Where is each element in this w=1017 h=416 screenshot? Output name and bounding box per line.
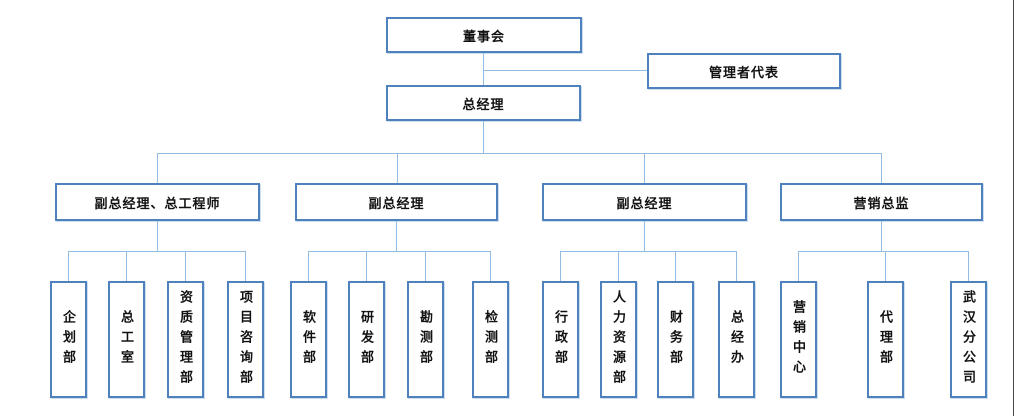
- org-node-label: 管理者代表: [708, 64, 779, 80]
- connector-line: [736, 251, 737, 281]
- connector-line: [881, 221, 882, 251]
- org-node-survey-dept[interactable]: 勘测部: [407, 281, 444, 398]
- connector-line: [483, 70, 647, 71]
- connector-line: [425, 251, 426, 281]
- org-node-project-consulting-dept[interactable]: 项目咨询部: [227, 281, 264, 398]
- org-node-label: 项目咨询部: [238, 289, 253, 390]
- org-node-qualification-management-dept[interactable]: 资质管理部: [167, 281, 204, 398]
- connector-line: [68, 251, 69, 281]
- org-node-rnd-dept[interactable]: 研发部: [348, 281, 385, 398]
- org-node-deputy-gm-chief-engineer[interactable]: 副总经理、总工程师: [55, 183, 260, 221]
- connector-line: [308, 251, 309, 281]
- org-node-general-manager[interactable]: 总经理: [386, 85, 581, 121]
- org-node-software-dept[interactable]: 软件部: [290, 281, 327, 398]
- connector-line: [483, 53, 484, 85]
- org-node-finance-dept[interactable]: 财务部: [657, 281, 694, 398]
- org-node-marketing-director[interactable]: 营销总监: [780, 183, 983, 221]
- connector-line: [185, 251, 186, 281]
- connector-line: [126, 251, 127, 281]
- org-node-administration-dept[interactable]: 行政部: [542, 281, 579, 398]
- org-node-deputy-gm-2[interactable]: 副总经理: [295, 183, 498, 221]
- connector-line: [560, 251, 736, 252]
- org-node-label: 副总经理: [616, 195, 673, 211]
- org-node-label: 勘测部: [418, 309, 433, 370]
- org-node-label: 资质管理部: [178, 289, 193, 390]
- org-node-board[interactable]: 董事会: [386, 17, 582, 53]
- org-node-label: 总经办: [729, 309, 744, 370]
- org-node-label: 营销总监: [853, 195, 910, 211]
- connector-line: [396, 221, 397, 251]
- org-node-label: 软件部: [301, 309, 316, 370]
- connector-line: [157, 153, 158, 183]
- connector-line: [68, 251, 246, 252]
- connector-line: [798, 251, 799, 281]
- org-node-label: 董事会: [462, 28, 505, 44]
- org-node-label: 检测部: [483, 309, 498, 370]
- connector-line: [157, 153, 882, 154]
- connector-line: [618, 251, 619, 281]
- org-node-gm-office[interactable]: 总经办: [718, 281, 755, 398]
- connector-line: [644, 221, 645, 251]
- connector-line: [560, 251, 561, 281]
- org-node-label: 财务部: [668, 309, 683, 370]
- page-edge-border: [1013, 0, 1014, 416]
- connector-line: [885, 251, 886, 281]
- org-node-label: 副总经理、总工程师: [94, 195, 221, 211]
- org-node-label: 总工室: [119, 309, 134, 370]
- connector-line: [644, 153, 645, 183]
- org-node-chief-engineer-office[interactable]: 总工室: [108, 281, 145, 398]
- connector-line: [366, 251, 367, 281]
- org-node-planning-dept[interactable]: 企划部: [50, 281, 87, 398]
- org-node-label: 总经理: [462, 96, 505, 112]
- connector-line: [881, 153, 882, 183]
- org-node-label: 行政部: [553, 309, 568, 370]
- connector-line: [245, 251, 246, 281]
- org-node-agency-dept[interactable]: 代理部: [867, 281, 904, 398]
- org-node-label: 研发部: [359, 309, 374, 370]
- connector-line: [675, 251, 676, 281]
- connector-line: [157, 221, 158, 251]
- connector-line: [308, 251, 490, 252]
- connector-line: [798, 251, 969, 252]
- org-node-label: 人力资源部: [611, 289, 626, 390]
- org-node-label: 代理部: [878, 309, 893, 370]
- org-node-label: 营销中心: [791, 299, 806, 380]
- org-node-marketing-center[interactable]: 营销中心: [780, 281, 817, 398]
- connector-line: [968, 251, 969, 281]
- org-node-label: 武汉分公司: [961, 289, 976, 390]
- connector-line: [483, 121, 484, 153]
- org-node-label: 副总经理: [368, 195, 425, 211]
- connector-line: [490, 251, 491, 281]
- connector-line: [397, 153, 398, 183]
- org-node-management-rep[interactable]: 管理者代表: [647, 53, 841, 89]
- org-node-inspection-dept[interactable]: 检测部: [472, 281, 509, 398]
- org-node-label: 企划部: [61, 309, 76, 370]
- org-node-hr-dept[interactable]: 人力资源部: [600, 281, 637, 398]
- org-node-deputy-gm-3[interactable]: 副总经理: [542, 183, 747, 221]
- org-node-wuhan-branch[interactable]: 武汉分公司: [950, 281, 987, 398]
